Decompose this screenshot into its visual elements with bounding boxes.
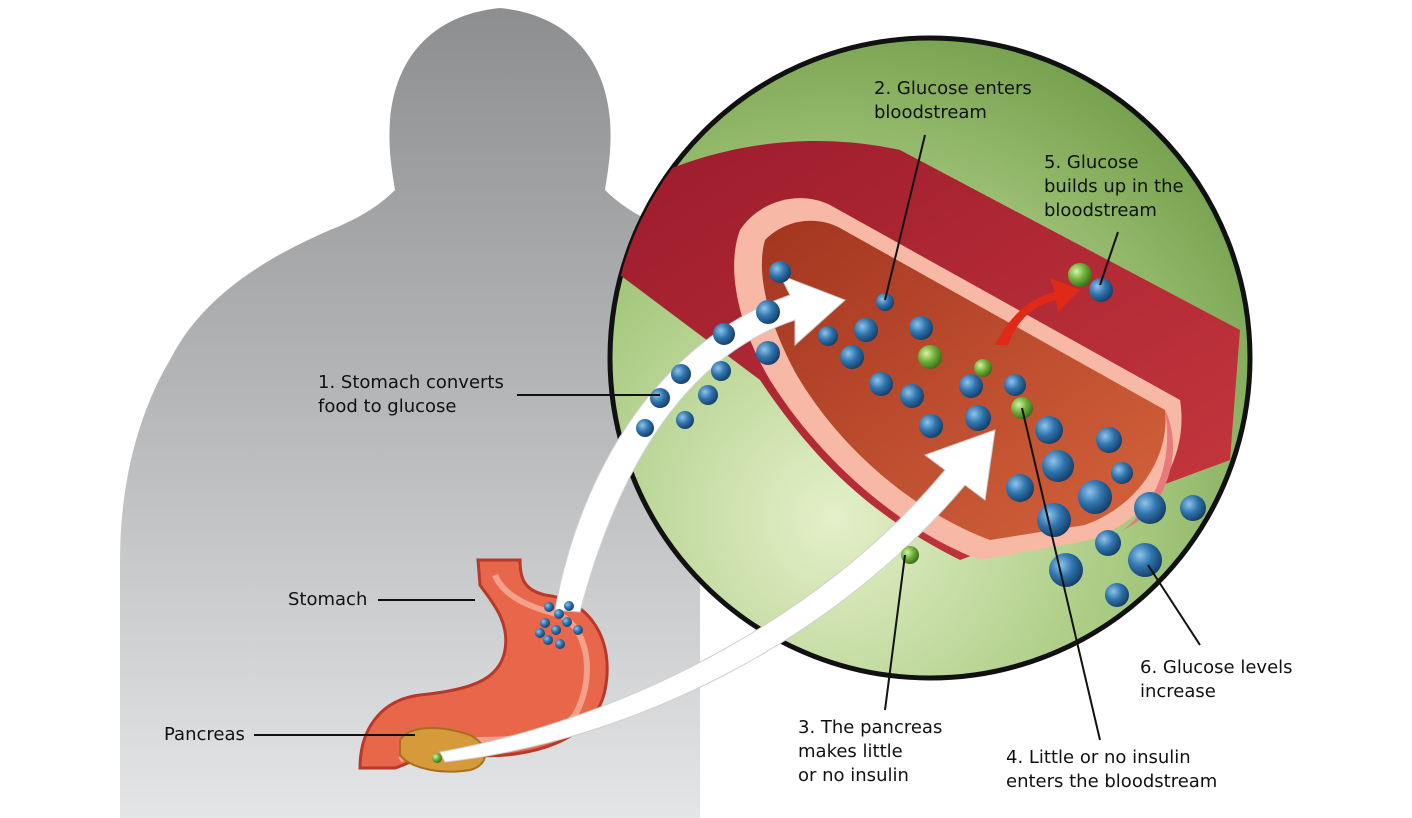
glucose-molecule <box>1004 374 1026 396</box>
insulin-molecule <box>918 345 942 369</box>
glucose-molecule <box>1134 492 1166 524</box>
glucose-molecule <box>711 361 731 381</box>
insulin-molecule <box>432 753 442 763</box>
glucose-molecule <box>564 601 574 611</box>
insulin-molecule <box>1068 263 1092 287</box>
glucose-molecule <box>756 341 780 365</box>
label-pancreas: Pancreas <box>164 724 245 745</box>
glucose-molecule <box>1042 450 1074 482</box>
glucose-molecule <box>1096 427 1122 453</box>
insulin-molecule <box>901 546 919 564</box>
glucose-molecule <box>854 318 878 342</box>
glucose-molecule <box>671 364 691 384</box>
label-step5: 5. Glucose builds up in the bloodstream <box>1044 152 1184 221</box>
glucose-molecule <box>636 419 654 437</box>
glucose-molecule <box>713 323 735 345</box>
glucose-molecule <box>1037 503 1071 537</box>
arrow-stomach-to-vessel <box>554 274 846 613</box>
glucose-molecule <box>909 316 933 340</box>
glucose-molecule <box>650 388 670 408</box>
label-step2: 2. Glucose enters bloodstream <box>874 78 1032 123</box>
label-step1: 1. Stomach converts food to glucose <box>318 372 504 417</box>
glucose-molecule <box>551 625 561 635</box>
glucose-molecule <box>554 609 564 619</box>
glucose-molecule <box>540 618 550 628</box>
glucose-molecule <box>876 293 894 311</box>
glucose-molecule <box>1089 278 1113 302</box>
red-arrow <box>995 278 1080 345</box>
glucose-molecule <box>676 411 694 429</box>
label-step3: 3. The pancreas makes little or no insul… <box>798 717 943 786</box>
glucose-molecule <box>555 639 565 649</box>
glucose-molecule <box>562 617 572 627</box>
glucose-molecule <box>1105 583 1129 607</box>
insulin-molecule <box>974 359 992 377</box>
leader-lines <box>254 134 1201 741</box>
glucose-molecule <box>544 602 554 612</box>
glucose-molecule <box>1111 462 1133 484</box>
glucose-molecule <box>1095 530 1121 556</box>
glucose-molecule <box>1006 474 1034 502</box>
glucose-molecule <box>769 261 791 283</box>
glucose-molecule <box>1180 495 1206 521</box>
molecule-group <box>432 261 1206 763</box>
glucose-molecule <box>543 635 553 645</box>
glucose-molecule <box>900 384 924 408</box>
label-step4: 4. Little or no insulin enters the blood… <box>1006 747 1218 792</box>
glucose-molecule <box>818 326 838 346</box>
glucose-molecule <box>965 405 991 431</box>
label-stomach: Stomach <box>288 589 368 610</box>
glucose-molecule <box>840 345 864 369</box>
label-step6: 6. Glucose levels increase <box>1140 657 1293 702</box>
glucose-molecule <box>535 628 545 638</box>
glucose-molecule <box>573 625 583 635</box>
glucose-molecule <box>959 374 983 398</box>
glucose-molecule <box>698 385 718 405</box>
glucose-molecule <box>1035 416 1063 444</box>
glucose-molecule <box>1049 553 1083 587</box>
glucose-molecule <box>756 300 780 324</box>
glucose-molecule <box>1128 543 1162 577</box>
glucose-molecule <box>869 372 893 396</box>
glucose-molecule <box>919 414 943 438</box>
glucose-molecule <box>1078 480 1112 514</box>
arrow-pancreas-to-vessel <box>439 429 996 763</box>
